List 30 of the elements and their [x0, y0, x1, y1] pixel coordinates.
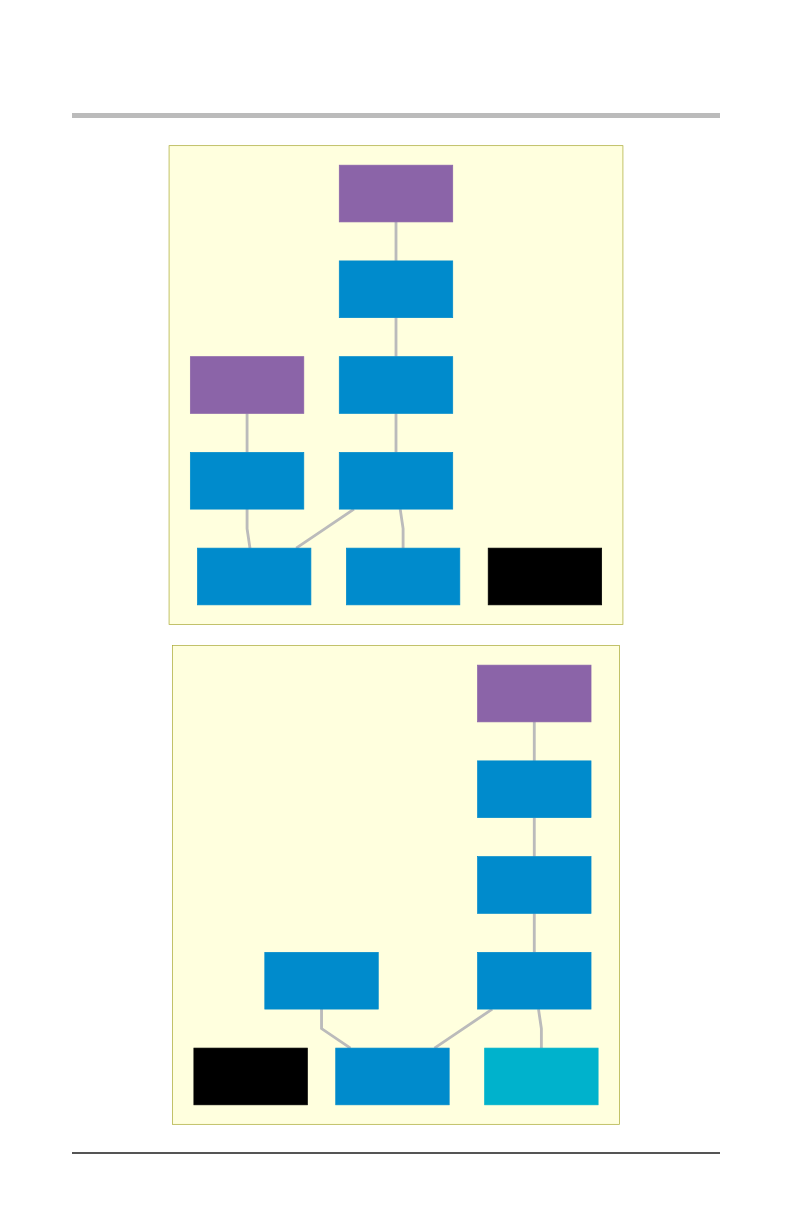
- node-box: [338, 356, 454, 414]
- node-box: [477, 664, 592, 723]
- connector: [532, 817, 536, 857]
- node-box: [335, 1047, 450, 1106]
- connector: [394, 317, 398, 357]
- node-box: [338, 452, 454, 510]
- connector: [398, 508, 405, 549]
- connector: [394, 221, 398, 261]
- node-box: [193, 1047, 308, 1106]
- node-box: [197, 547, 312, 606]
- connector: [532, 913, 536, 953]
- node-box: [190, 452, 305, 510]
- node-box: [477, 952, 592, 1010]
- node-box: [477, 760, 592, 818]
- cluster: [168, 145, 624, 625]
- node-box: [338, 164, 454, 223]
- node-box: [264, 952, 379, 1010]
- connector: [537, 1008, 543, 1049]
- node-box: [346, 547, 461, 606]
- cluster: [172, 645, 620, 1125]
- connector: [320, 1009, 352, 1050]
- node-box: [477, 856, 592, 914]
- connector: [245, 509, 252, 549]
- connector: [245, 413, 249, 453]
- connector: [532, 721, 536, 761]
- node-box: [190, 356, 305, 414]
- node-box: [338, 260, 454, 318]
- connector: [394, 413, 398, 453]
- node-box: [487, 547, 602, 606]
- node-box: [484, 1047, 599, 1106]
